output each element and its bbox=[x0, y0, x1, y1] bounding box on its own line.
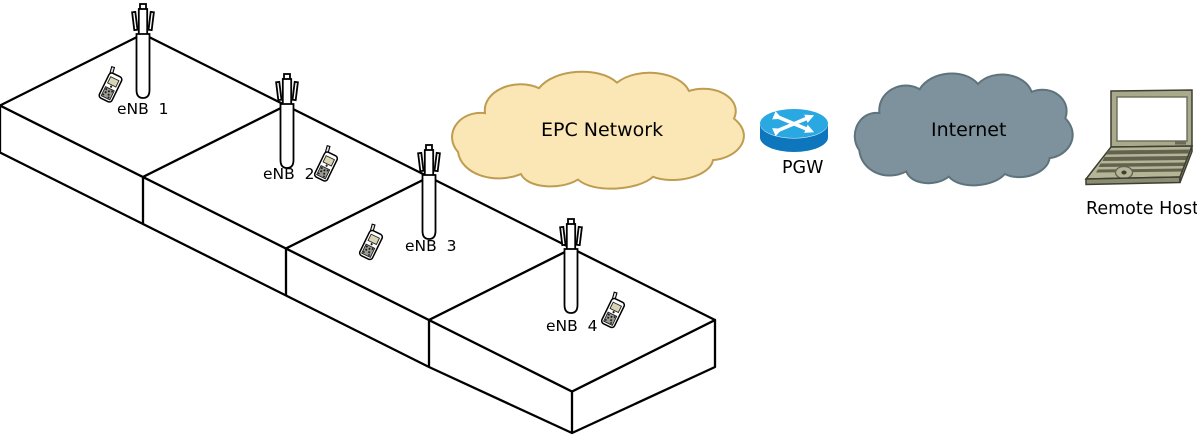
remote-host-label: Remote Host bbox=[1086, 199, 1197, 219]
epc-network-cloud bbox=[452, 72, 744, 189]
pgw-label: PGW bbox=[782, 158, 824, 178]
enb-2-label: eNB 2 bbox=[263, 165, 315, 183]
internet-cloud bbox=[855, 73, 1073, 185]
epc-network-label: EPC Network bbox=[541, 119, 664, 141]
pgw-router-icon bbox=[760, 109, 828, 152]
cell-tile-4 bbox=[427, 247, 717, 393]
enb-4-label: eNB 4 bbox=[546, 317, 598, 335]
internet-label: Internet bbox=[931, 119, 1007, 141]
cell-grid bbox=[0, 32, 717, 435]
enb-1-label: eNB 1 bbox=[117, 100, 169, 118]
enb-3-label: eNB 3 bbox=[405, 237, 457, 255]
remote-host-laptop-icon bbox=[1084, 89, 1194, 186]
